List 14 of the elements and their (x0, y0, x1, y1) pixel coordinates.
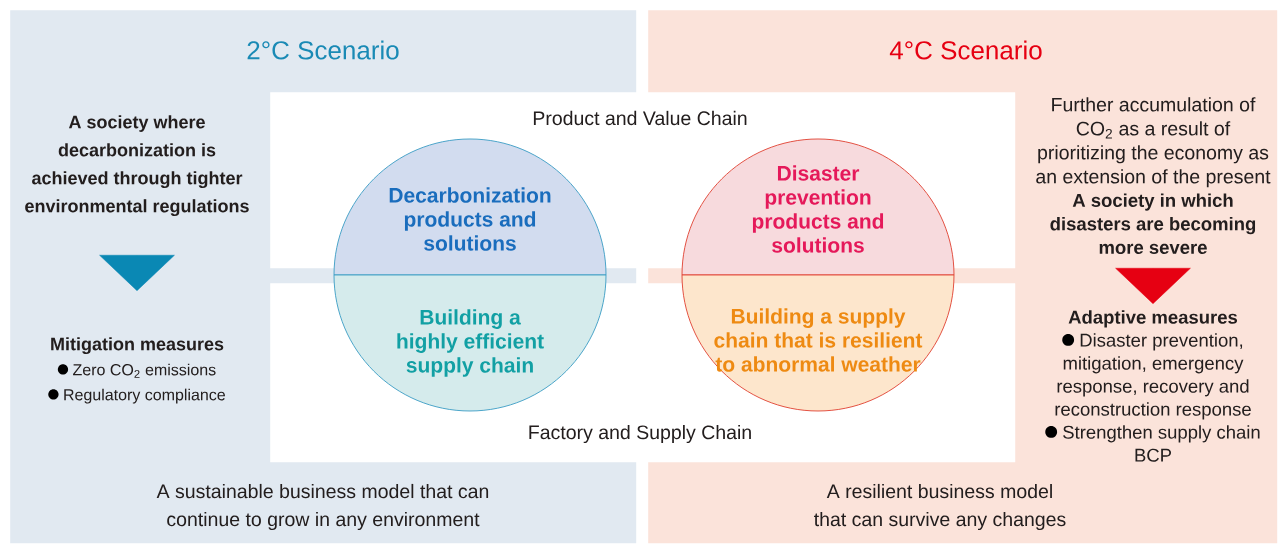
node-label: Disaster prevention, mitigation, emergency response, recovery and reconstruction response (1055, 333, 1251, 420)
node-label: Strengthen supply chain BCP (1063, 425, 1260, 462)
scenario-text: A society where decarbonization is achieved through tighter environmental regulations (25, 115, 249, 217)
triangle-arrow (1115, 267, 1191, 304)
node-label: Adaptive measures (1068, 310, 1238, 328)
node-label: Regulatory compliance (64, 388, 225, 404)
conclusion-text: A sustainable business model that can continue to grow in any environment (156, 483, 489, 531)
triangle-arrow (99, 254, 175, 291)
node-label: Zero CO$_{2}$ emissions (73, 363, 216, 378)
measures-list: Mitigation measures Zero CO$_{2}$ emissions Regulatory compliance (48, 337, 225, 404)
conclusion-text: A resilient business model that can survive any changes (814, 483, 1066, 531)
measures-list: Adaptive measures Disaster prevention, mitigation, emergency response, recovery and reconstruction response Strengthen supply chain BCP (1045, 310, 1260, 462)
node-label: Mitigation measures (51, 337, 224, 355)
scenario-text: Further accumulation of CO$_{2}$ as a result of prioritizing the economy as an extension of the present A society in which disasters are becoming more severe (1036, 97, 1271, 254)
